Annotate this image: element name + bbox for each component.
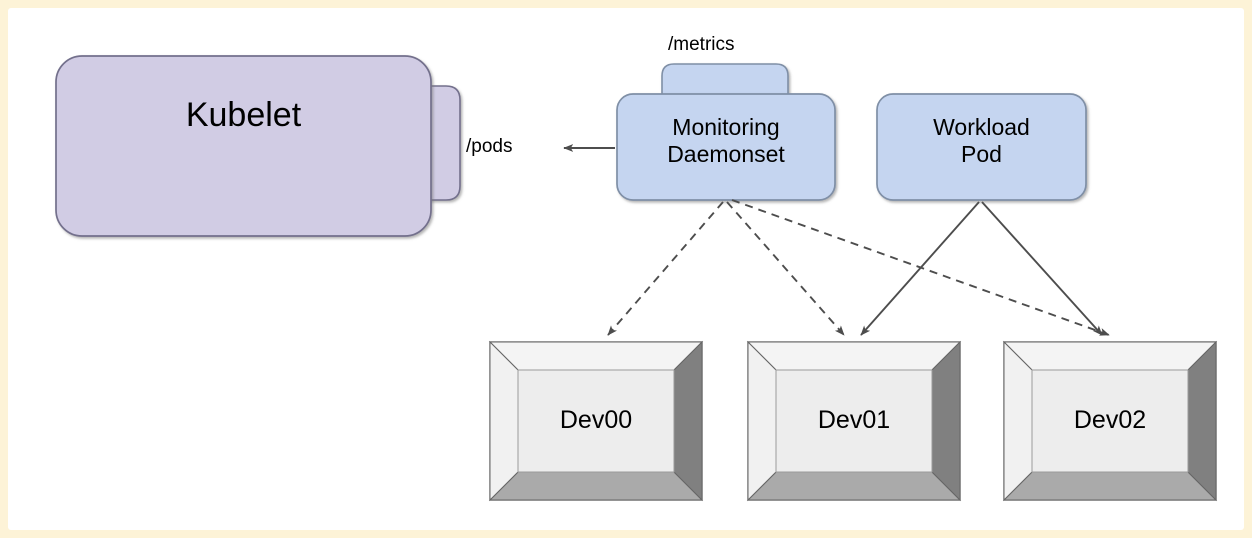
diagram-inner-surface: Kubelet Monitoring Daemonset Workload Po…: [8, 8, 1244, 530]
workload-pod-node-shape[interactable]: [876, 93, 1087, 201]
edge-daemonset-to-dev01: [726, 201, 845, 336]
dev01-node-shape[interactable]: [746, 340, 962, 502]
dev00-node-shape[interactable]: [488, 340, 704, 502]
edge-workload-to-dev02: [981, 201, 1103, 336]
metrics-edge-label: /metrics: [668, 34, 735, 55]
dev02-node-shape[interactable]: [1002, 340, 1218, 502]
edge-daemonset-to-dev00: [607, 201, 724, 336]
diagram-vector-layer: [55, 55, 1218, 502]
monitoring-daemonset-node-shape[interactable]: [616, 93, 836, 201]
pods-edge-label: /pods: [466, 136, 513, 157]
edge-workload-to-dev01: [860, 201, 980, 336]
kubelet-node-shape[interactable]: [55, 55, 432, 237]
